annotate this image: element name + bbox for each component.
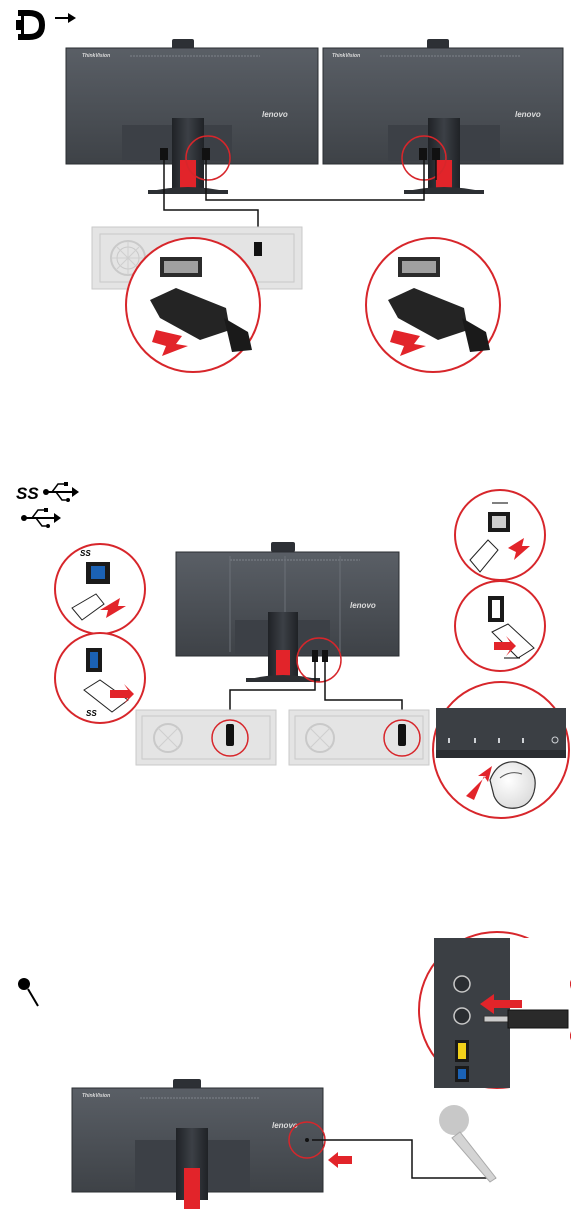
monitor-right: ThinkVision lenovo (322, 39, 564, 194)
displayport-cables (163, 160, 437, 240)
usb-ss-label: SS (16, 484, 39, 503)
section-microphone: ThinkVision lenovo (18, 931, 571, 1209)
mic-plug-arrow-icon (328, 1152, 352, 1168)
brand-thinkvision: ThinkVision (82, 1093, 110, 1099)
monitor-bottom: ThinkVision lenovo (71, 1079, 326, 1209)
osd-button-icons (448, 736, 559, 744)
callout-power-button (432, 681, 570, 819)
callout-audio-jack (418, 931, 571, 1089)
computer-panel-left (135, 709, 277, 766)
brand-lenovo: lenovo (272, 1121, 298, 1130)
usb-ss-label: SS (80, 549, 91, 558)
brand-lenovo: lenovo (515, 110, 541, 119)
microphone-jack-port (453, 1007, 471, 1025)
usb-ss-label: SS (86, 709, 97, 718)
brand-lenovo: lenovo (262, 110, 288, 119)
section-usb: SS lenovo (16, 482, 570, 819)
brand-thinkvision: ThinkVision (82, 53, 110, 59)
callout-usb-a-plug (454, 580, 546, 672)
monitor-center: lenovo (175, 542, 400, 683)
usb-charge-port (458, 1043, 466, 1059)
callout-dp-plug-monitor (365, 237, 501, 373)
callout-dp-plug-computer (125, 237, 261, 373)
callout-usb-b-port: SS (54, 543, 146, 635)
brand-lenovo: lenovo (350, 601, 376, 610)
microphone-icon (18, 978, 39, 1007)
usb-icon (21, 508, 61, 528)
mic-cable (312, 1139, 496, 1179)
callout-usb-a-port: SS (54, 632, 146, 724)
brand-thinkvision: ThinkVision (332, 53, 360, 59)
section-displayport: ThinkVision lenovo ThinkVision lenovo (13, 10, 564, 373)
external-microphone (439, 1105, 497, 1183)
callout-usb-b-plug (454, 489, 546, 581)
usb-superspeed-icon: SS (16, 482, 79, 503)
computer-panel-right (288, 709, 430, 766)
monitor-left: ThinkVision lenovo (65, 39, 319, 194)
headphone-jack-port (453, 975, 471, 993)
arrow-right-icon (55, 13, 76, 23)
displayport-icon (13, 10, 45, 40)
